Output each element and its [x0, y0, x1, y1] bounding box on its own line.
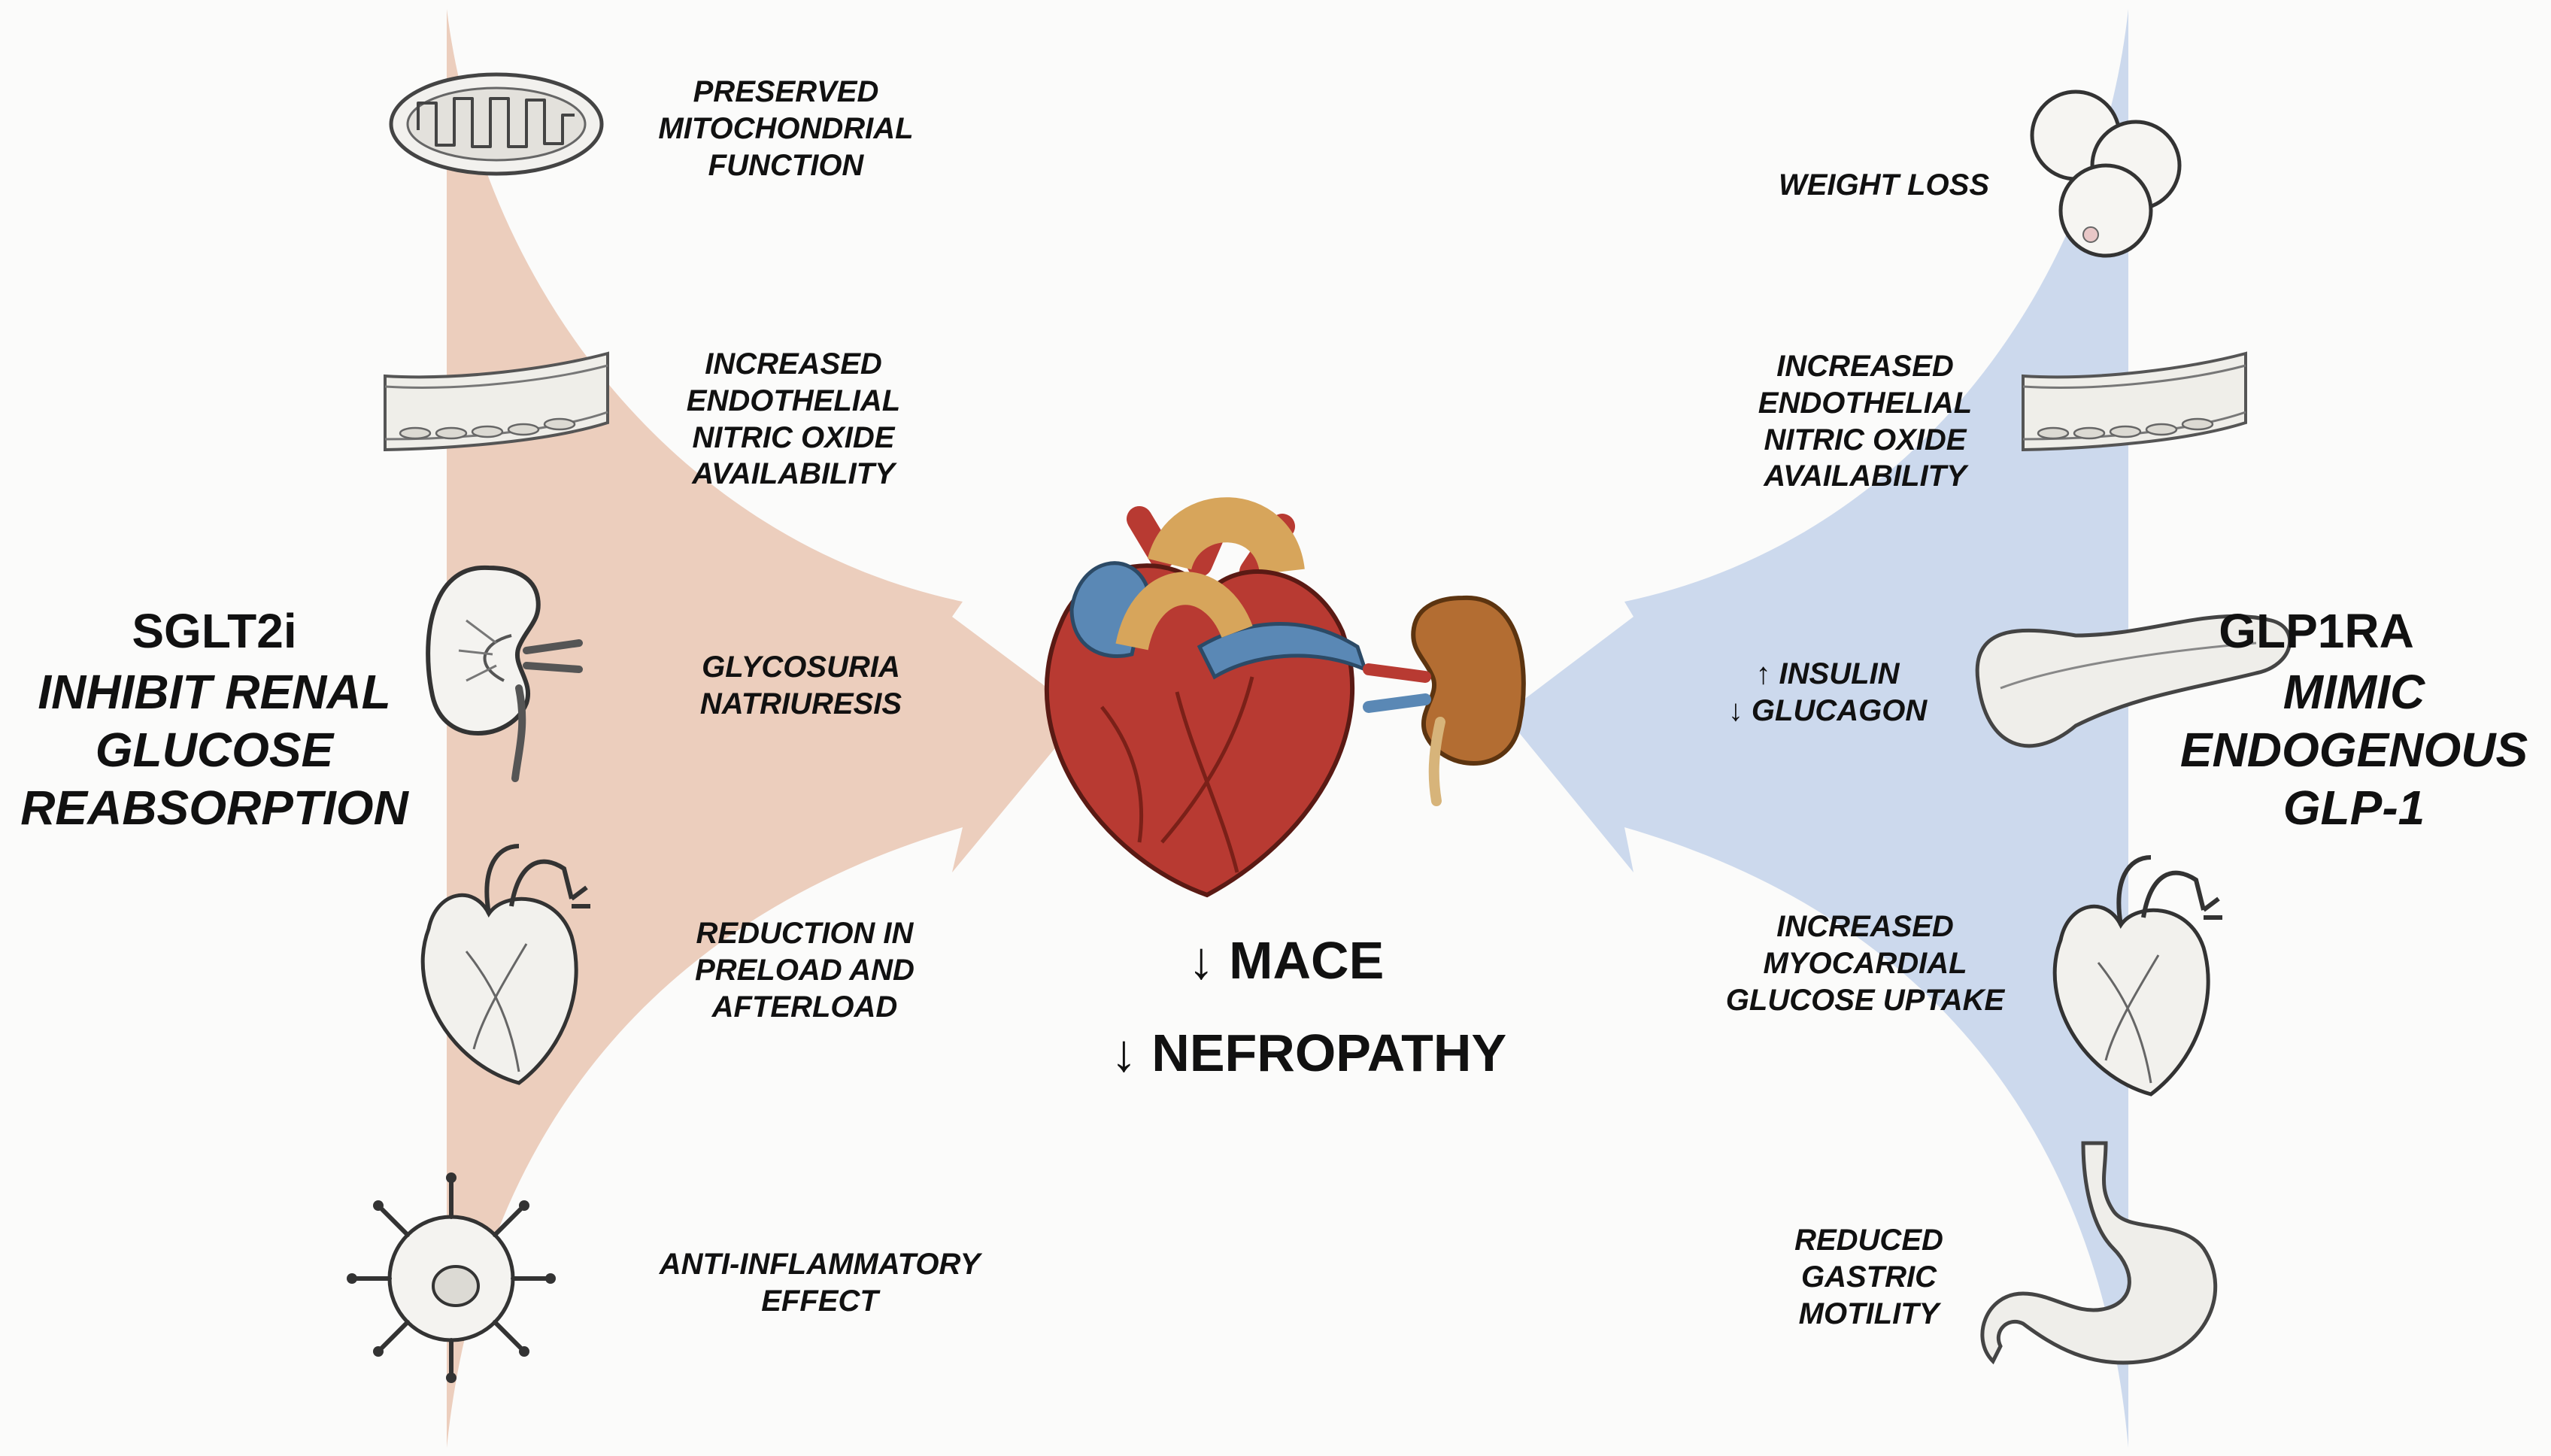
glp1ra-title: GLP1RA [2219, 604, 2414, 658]
mitochondrion-icon [389, 72, 604, 176]
blood-vessel-icon [384, 351, 609, 452]
right-effect-gastric-motility: REDUCED GASTRIC MOTILITY [1794, 1224, 1943, 1330]
center-kidney-icon [1363, 595, 1526, 806]
outcome-nefropathy: ↓ NEFROPATHY [1110, 1024, 1507, 1082]
glp1ra-mechanism: MIMIC ENDOGENOUS GLP-1 [2179, 665, 2528, 835]
pancreas-icon [1975, 614, 2292, 748]
left-effect-nitric-oxide: INCREASED ENDOTHELIAL NITRIC OXIDE AVAIL… [686, 347, 901, 491]
blood-vessel-icon-right [2022, 351, 2247, 452]
left-effect-glycosuria: GLYCOSURIA NATRIURESIS [699, 651, 902, 720]
center-heart-icon [1045, 497, 1369, 898]
left-effect-anti-inflammatory: ANTI-INFLAMMATORY EFFECT [659, 1248, 981, 1318]
fat-cells-icon [2030, 89, 2182, 258]
right-effect-myocardial-glucose: INCREASED MYOCARDIAL GLUCOSE UPTAKE [1725, 910, 2005, 1017]
right-effect-insulin-glucagon: ↑ INSULIN ↓ GLUCAGON [1727, 657, 1928, 727]
left-effect-preload-afterload: REDUCTION IN PRELOAD AND AFTERLOAD [695, 917, 915, 1024]
kidney-icon [426, 565, 583, 782]
right-effect-nitric-oxide: INCREASED ENDOTHELIAL NITRIC OXIDE AVAIL… [1758, 350, 1973, 493]
heart-icon [420, 844, 590, 1085]
stomach-icon [1980, 1141, 2218, 1365]
right-effect-weight-loss: WEIGHT LOSS [1779, 168, 1989, 202]
outcome-mace: ↓ MACE [1188, 931, 1385, 990]
glp1ra-funnel [1504, 9, 2128, 1448]
sglt2i-funnel [447, 9, 1083, 1448]
sglt2i-title: SGLT2i [132, 604, 297, 658]
heart-icon-right [2052, 855, 2222, 1097]
immune-cell-icon [347, 1172, 556, 1383]
left-effect-mitochondrial: PRESERVED MITOCHONDRIAL FUNCTION [658, 75, 914, 182]
sglt2i-mechanism: INHIBIT RENAL GLUCOSE REABSORPTION [20, 665, 408, 835]
